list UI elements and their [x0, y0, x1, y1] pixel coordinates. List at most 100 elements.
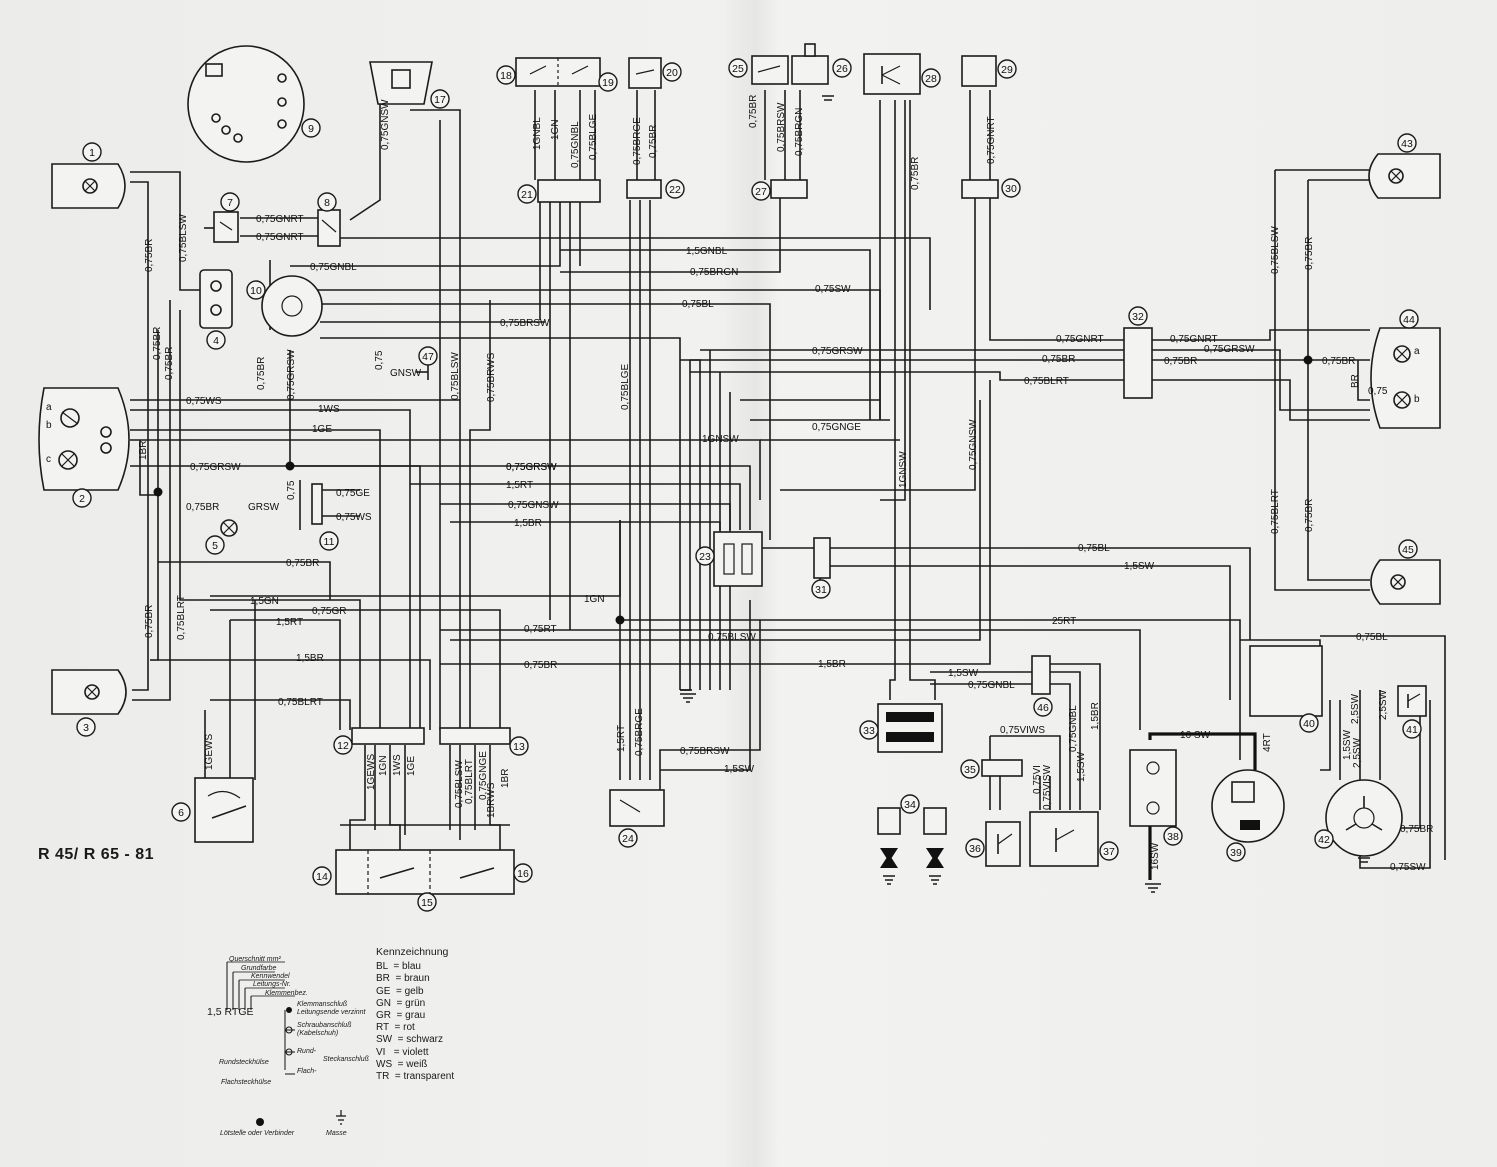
wire-label-w34: 0,75GRSW [506, 462, 557, 473]
wire-label-w101: 1GN [378, 755, 389, 776]
wire-label-w41: 0,75GNBL [570, 121, 581, 168]
component-46-connector [1031, 655, 1051, 695]
wire-label-w59: 0,75RT [524, 624, 557, 635]
component-number-19: 19 [602, 77, 614, 89]
component-bubble-21 [517, 184, 537, 204]
model-title: R 45/ R 65 - 81 [38, 846, 154, 863]
component-bubble-35 [960, 759, 980, 779]
wire-label-w46: 0,75BRGN [794, 108, 805, 156]
component-35-connector [981, 759, 1023, 777]
component-number-7: 7 [227, 197, 233, 209]
components [38, 43, 1441, 895]
component-bubble-24 [618, 828, 638, 848]
component-number-30: 30 [1005, 183, 1017, 195]
wire-label-w47: 0,75BR [748, 95, 759, 128]
component-23-fuse-box [713, 531, 763, 587]
component-bubble-27 [751, 181, 771, 201]
component-bubble-32 [1128, 306, 1148, 326]
component-bubble-29 [997, 59, 1017, 79]
wire-label-w70: 0,75BR [1042, 354, 1075, 365]
wire-label-w40: 1GN [550, 119, 561, 140]
component-21-connector [537, 179, 601, 203]
wire-label-w38: 0,75BRWS [486, 352, 497, 402]
component-number-41: 41 [1406, 724, 1418, 736]
wire-label-w102: 1WS [392, 754, 403, 776]
component-number-43: 43 [1401, 138, 1413, 150]
legend-row: BR = braun [376, 973, 430, 985]
component-number-24: 24 [622, 833, 634, 845]
component-9-switch-unit [187, 45, 305, 163]
component-27-connector [770, 179, 808, 199]
component-25-switch [751, 55, 789, 85]
junction-dots [153, 355, 1313, 625]
component-31-connector [813, 537, 831, 579]
wire-label-w19: 0,75GRSW [286, 349, 297, 400]
legend-row: GN = grün [376, 997, 426, 1009]
component-number-44: 44 [1403, 314, 1415, 326]
component-42-alternator [1325, 779, 1403, 857]
component-bubble-46 [1033, 697, 1053, 717]
wire-label-w9: 0,75SW [815, 284, 851, 295]
wire-label-w1: 0,75BR [144, 239, 155, 272]
component-bubble-34 [900, 794, 920, 814]
wire-label-w71: 0,75BR [1164, 356, 1197, 367]
wire-label-w12: 0,75BR [164, 347, 175, 380]
wire-label-w84: 0,75VIWS [1000, 725, 1045, 736]
component-number-13: 13 [513, 741, 525, 753]
key-steckanschluss: Steckanschluß [323, 1056, 369, 1063]
component-number-14: 14 [316, 871, 328, 883]
wire-label-w85: 0,75VI [1032, 765, 1043, 794]
wire-label-w49: 0,75GNRT [986, 116, 997, 164]
wire-label-w45: 0,75BRSW [776, 102, 787, 152]
wire-label-w16: 1GE [312, 424, 332, 435]
wire-label-w18: 1BR [138, 441, 149, 460]
key-leitungs-nr: Leitungs-Nr. [253, 981, 291, 988]
component-bubble-9 [301, 118, 321, 138]
wire-label-w67: 0,75GNSW [968, 419, 979, 470]
component-number-15: 15 [421, 897, 433, 909]
component-number-25: 25 [732, 63, 744, 75]
key-klemmanschluss: Klemmanschluß [297, 1001, 348, 1008]
lamp44-letter-a: a [1414, 346, 1420, 357]
wire-label-w7: 1,5GNBL [686, 246, 728, 257]
component-bubble-23 [695, 546, 715, 566]
component-bubble-8 [317, 192, 337, 212]
wire-label-w95: 1,5SW [1342, 729, 1353, 760]
component-number-6: 6 [178, 807, 184, 819]
component-number-27: 27 [755, 186, 767, 198]
wire-label-w39: 1GNBL [532, 117, 543, 150]
wire-label-w108: 1BR [500, 769, 511, 788]
component-12-connector [351, 727, 425, 745]
wire-label-w65: 0,75BL [1078, 543, 1110, 554]
legend-row: GE = gelb [376, 985, 424, 997]
component-number-21: 21 [521, 189, 533, 201]
component-28-electronic-unit [863, 53, 921, 95]
component-number-47: 47 [422, 351, 434, 363]
wire-label-w93: 2,5SW [1350, 693, 1361, 724]
wire-label-w104: 0,75BLSW [454, 760, 465, 808]
wire-label-w103: 1GE [406, 756, 417, 776]
component-number-8: 8 [324, 197, 330, 209]
wire-label-w2: 0,75BLSW [178, 214, 189, 262]
wire-label-w6: 0,75GNBL [310, 262, 357, 273]
component-number-31: 31 [815, 584, 827, 596]
wire-label-w83: 0,75GNBL [968, 680, 1015, 691]
key-klemmenbez: Klemmenbez. [265, 990, 308, 997]
wire-label-w24: 0,75 [286, 480, 297, 500]
wire-label-w30: 0,75BLRT [278, 697, 323, 708]
legend-row: VI = violett [376, 1046, 429, 1058]
wire-label-w75: BR [1350, 374, 1361, 388]
component-number-12: 12 [337, 740, 349, 752]
key-schraubanschluss: Schraubanschluß [297, 1022, 352, 1029]
component-6-gauge [194, 777, 254, 843]
component-bubble-16 [513, 863, 533, 883]
component-bubble-37 [1099, 841, 1119, 861]
ground-symbols [680, 95, 1370, 893]
key-querschnitt: Querschnitt mm² [229, 956, 281, 963]
wire-label-w64: 1,5SW [1124, 561, 1155, 572]
wire-label-w107: 1BRWS [486, 782, 497, 818]
wire-label-w22: 0,75GE [336, 488, 370, 499]
key-lines [226, 961, 295, 1075]
